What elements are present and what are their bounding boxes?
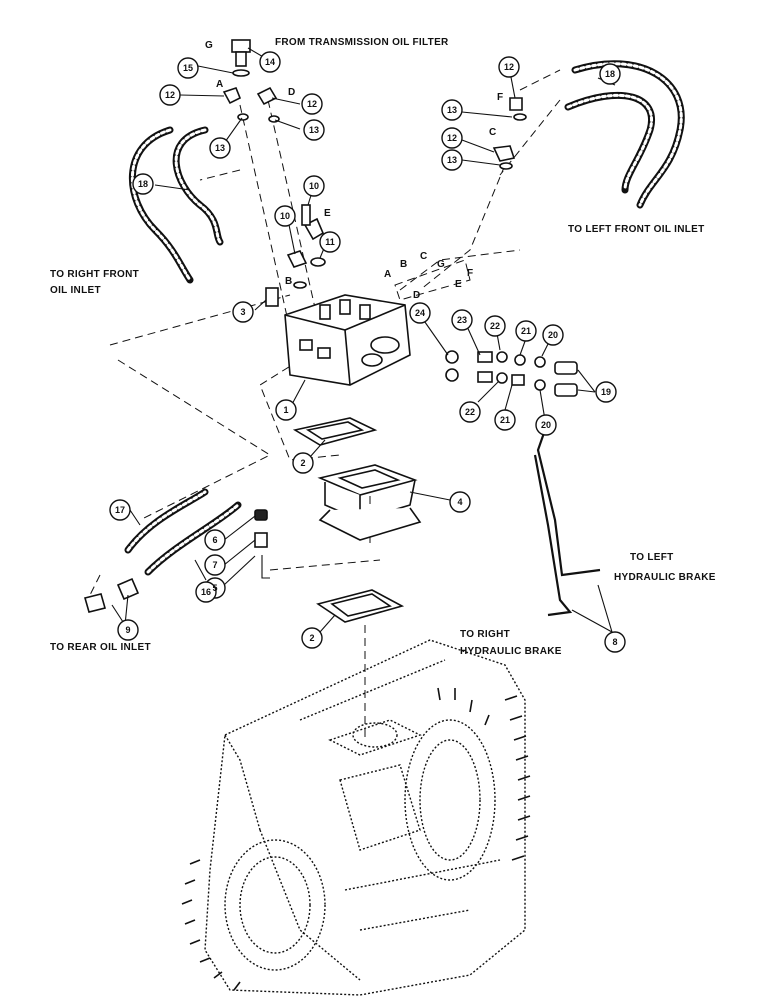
port-letter-g: G [205,40,213,51]
label-to-right-front-line1: TO RIGHT FRONT [50,269,139,280]
key-letter-g: G [437,259,445,270]
fitting-10-lower [286,250,308,268]
oring-b [293,281,307,289]
port-letter-b: B [285,276,292,287]
key-letter-a: A [384,269,391,280]
callout-12: 12 [307,99,317,109]
elbow-12-left-a [222,87,249,121]
callout-circles [109,51,626,653]
port-letters: G A D F C E B A B C G F E D [205,40,503,301]
callout-13: 13 [447,155,457,165]
callout-13: 13 [215,143,225,153]
callout-14: 14 [265,57,275,67]
callout-2: 2 [300,458,305,468]
callout-9: 9 [125,625,130,635]
callout-10: 10 [309,181,319,191]
callout-20: 20 [541,420,551,430]
key-letter-b: B [400,259,407,270]
callout-13: 13 [447,105,457,115]
key-letter-f: F [467,268,473,279]
callout-3: 3 [240,307,245,317]
elbow-12-left-d [256,86,280,123]
callout-12: 12 [447,133,457,143]
callout-16: 16 [201,587,211,597]
callout-2: 2 [309,633,314,643]
label-to-right-brake-line2: HYDRAULIC BRAKE [460,646,562,657]
callout-11: 11 [325,237,335,247]
label-to-right-front-line2: OIL INLET [50,285,101,296]
destination-labels: FROM TRANSMISSION OIL FILTER TO LEFT FRO… [50,37,716,657]
fitting-14 [231,39,251,77]
oring-11 [310,257,326,267]
callout-20: 20 [548,330,558,340]
control-valve-1 [284,294,411,386]
callout-4: 4 [457,497,462,507]
fitting-3 [265,287,279,307]
callout-5: 5 [212,583,217,593]
port-letter-c: C [489,127,496,138]
callout-21: 21 [500,415,510,425]
housing-bolts [181,687,531,991]
callout-6: 6 [212,535,217,545]
callout-7: 7 [212,560,217,570]
callout-21: 21 [521,326,531,336]
callout-22: 22 [490,321,500,331]
fitting-10-upper [301,204,325,241]
hoses-18-right [564,60,685,209]
label-to-left-front-oil-inlet: TO LEFT FRONT OIL INLET [568,224,705,235]
callout-18: 18 [605,69,615,79]
callout-13: 13 [309,125,319,135]
hoses-16-17 [124,488,242,576]
key-letter-e: E [455,279,462,290]
brake-tubes-8 [533,429,601,617]
port-letter-a: A [216,79,223,90]
callout-19: 19 [601,387,611,397]
elbow-12-right-f [509,97,527,121]
gasket-2-lower [316,589,405,623]
hoses-18-left [128,126,224,284]
callout-numbers: 14 15 12 12 13 13 18 10 10 11 3 1 12 13 … [115,57,618,647]
gasket-2-upper [292,417,378,446]
callout-12: 12 [165,90,175,100]
callout-23: 23 [457,315,467,325]
callout-17: 17 [115,505,125,515]
label-to-left-brake-line2: HYDRAULIC BRAKE [614,572,716,583]
elbow-12-right-c [492,145,516,170]
assembly-lines [89,69,561,740]
callout-24: 24 [415,308,425,318]
port-letter-e: E [324,208,331,219]
transmission-housing [181,639,531,996]
label-to-right-brake-line1: TO RIGHT [460,629,510,640]
callout-1: 1 [283,405,288,415]
callout-15: 15 [183,63,193,73]
leader-lines [111,47,616,633]
callout-12: 12 [504,62,514,72]
callout-10: 10 [280,211,290,221]
port-letter-f: F [497,92,503,103]
fittings-6-7-5 [254,509,270,579]
callout-8: 8 [612,637,617,647]
callout-22: 22 [465,407,475,417]
elbows-9 [84,577,140,613]
key-letter-c: C [420,251,427,262]
adapter-4 [317,464,422,541]
label-to-rear-oil-inlet: TO REAR OIL INLET [50,642,151,653]
key-letter-d: D [413,290,420,301]
callout-18: 18 [138,179,148,189]
port-key-plate [394,259,471,301]
port-letter-d: D [288,87,295,98]
label-from-transmission-oil-filter: FROM TRANSMISSION OIL FILTER [275,37,449,48]
label-to-left-brake-line1: TO LEFT [630,552,674,563]
right-fittings [445,350,578,397]
